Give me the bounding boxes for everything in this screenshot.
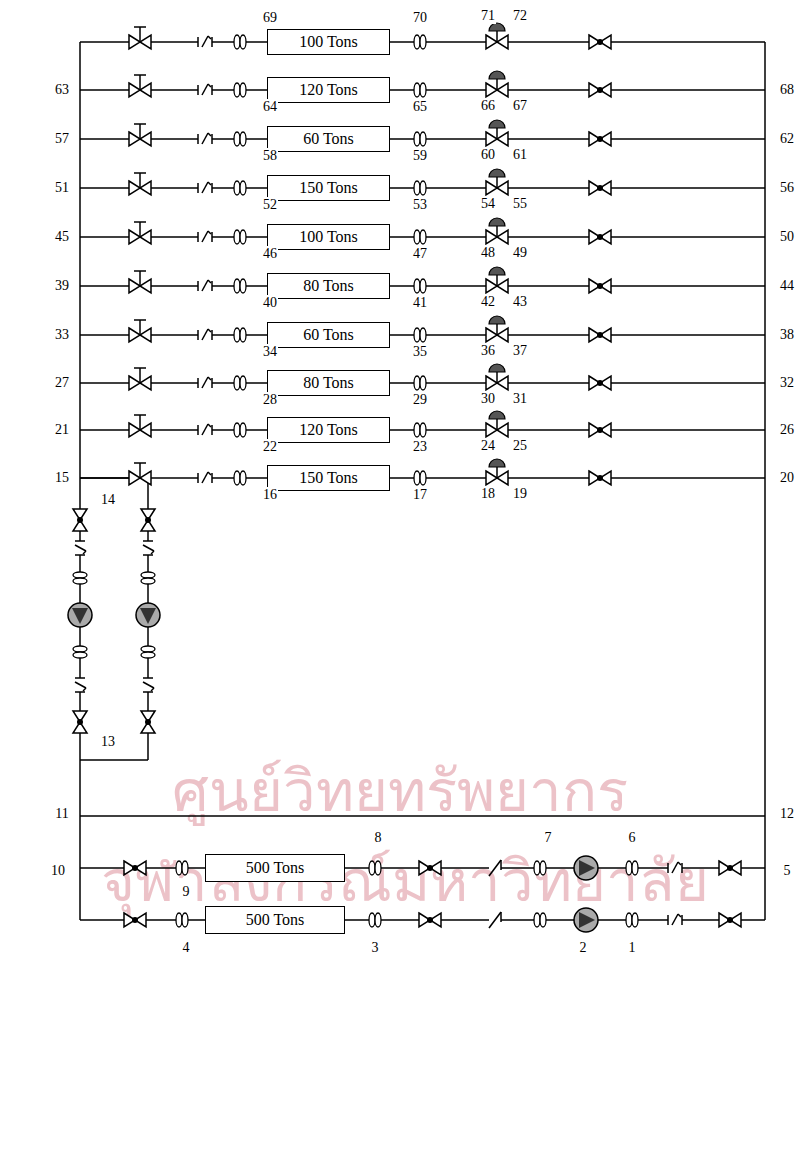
callout-number: 66: [480, 98, 496, 114]
chiller-load-box: 120 Tons: [267, 77, 390, 103]
capacity-text: 60 Tons: [303, 130, 354, 148]
capacity-text: 500 Tons: [246, 859, 305, 877]
capacity-text: 100 Tons: [299, 33, 358, 51]
callout-number: 24: [480, 438, 496, 454]
capacity-text: 500 Tons: [246, 911, 305, 929]
callout-number: 8: [374, 830, 383, 846]
callout-number: 51: [54, 180, 70, 196]
callout-number: 45: [54, 229, 70, 245]
callout-number: 18: [480, 486, 496, 502]
watermark: ศูนย์วิทยทรัพยากร: [172, 744, 628, 837]
callout-number: 55: [512, 196, 528, 212]
callout-number: 68: [779, 82, 795, 98]
callout-number: 1: [628, 940, 637, 956]
callout-number: 67: [512, 98, 528, 114]
callout-number: 16: [262, 487, 278, 503]
callout-number: 65: [412, 99, 428, 115]
callout-number: 30: [480, 391, 496, 407]
callout-number: 10: [50, 863, 66, 879]
callout-number: 35: [412, 344, 428, 360]
callout-number: 56: [779, 180, 795, 196]
callout-number: 41: [412, 295, 428, 311]
callout-number: 50: [779, 229, 795, 245]
callout-number: 58: [262, 148, 278, 164]
chiller-load-box: 80 Tons: [267, 370, 390, 396]
callout-number: 27: [54, 375, 70, 391]
callout-number: 29: [412, 392, 428, 408]
callout-number: 7: [544, 830, 553, 846]
callout-number: 31: [512, 391, 528, 407]
callout-number: 59: [412, 148, 428, 164]
callout-number: 6: [628, 830, 637, 846]
callout-number: 71: [480, 8, 496, 24]
callout-number: 9: [182, 884, 191, 900]
chiller-box: 500 Tons: [205, 854, 345, 882]
callout-number: 2: [579, 940, 588, 956]
callout-number: 48: [480, 245, 496, 261]
callout-number: 62: [779, 131, 795, 147]
callout-number: 5: [783, 863, 792, 879]
callout-number: 28: [262, 392, 278, 408]
capacity-text: 150 Tons: [299, 179, 358, 197]
callout-number: 49: [512, 245, 528, 261]
callout-number: 4: [182, 940, 191, 956]
callout-number: 40: [262, 295, 278, 311]
callout-number: 72: [512, 8, 528, 24]
chiller-box: 500 Tons: [205, 906, 345, 934]
callout-number: 61: [512, 147, 528, 163]
callout-number: 37: [512, 343, 528, 359]
callout-number: 21: [54, 422, 70, 438]
callout-number: 20: [779, 470, 795, 486]
capacity-text: 80 Tons: [303, 277, 354, 295]
callout-number: 57: [54, 131, 70, 147]
callout-number: 26: [779, 422, 795, 438]
callout-number: 63: [54, 82, 70, 98]
capacity-text: 100 Tons: [299, 228, 358, 246]
callout-number: 64: [262, 99, 278, 115]
callout-number: 47: [412, 246, 428, 262]
callout-number: 17: [412, 487, 428, 503]
callout-number: 14: [100, 492, 116, 508]
capacity-text: 120 Tons: [299, 81, 358, 99]
callout-number: 15: [54, 470, 70, 486]
watermark: จุฬาลงกรณ์มหาวิทยาลัย: [101, 834, 709, 927]
callout-number: 42: [480, 294, 496, 310]
capacity-text: 150 Tons: [299, 469, 358, 487]
callout-number: 54: [480, 196, 496, 212]
chiller-load-box: 60 Tons: [267, 322, 390, 348]
callout-number: 25: [512, 438, 528, 454]
callout-number: 13: [100, 734, 116, 750]
chiller-load-box: 80 Tons: [267, 273, 390, 299]
capacity-text: 120 Tons: [299, 421, 358, 439]
callout-number: 52: [262, 197, 278, 213]
capacity-text: 80 Tons: [303, 374, 354, 392]
callout-number: 53: [412, 197, 428, 213]
callout-number: 22: [262, 439, 278, 455]
callout-number: 44: [779, 278, 795, 294]
chiller-load-box: 150 Tons: [267, 465, 390, 491]
callout-number: 39: [54, 278, 70, 294]
chiller-load-box: 100 Tons: [267, 29, 390, 55]
chiller-load-box: 60 Tons: [267, 126, 390, 152]
callout-number: 69: [262, 10, 278, 26]
callout-number: 32: [779, 375, 795, 391]
chiller-load-box: 120 Tons: [267, 417, 390, 443]
callout-number: 38: [779, 327, 795, 343]
callout-number: 43: [512, 294, 528, 310]
callout-number: 19: [512, 486, 528, 502]
callout-number: 70: [412, 10, 428, 26]
callout-number: 60: [480, 147, 496, 163]
capacity-text: 60 Tons: [303, 326, 354, 344]
callout-number: 11: [54, 806, 69, 822]
callout-number: 34: [262, 344, 278, 360]
callout-number: 3: [371, 940, 380, 956]
callout-number: 23: [412, 439, 428, 455]
chiller-load-box: 150 Tons: [267, 175, 390, 201]
callout-number: 33: [54, 327, 70, 343]
chiller-load-box: 100 Tons: [267, 224, 390, 250]
callout-number: 12: [779, 806, 795, 822]
callout-number: 46: [262, 246, 278, 262]
callout-number: 36: [480, 343, 496, 359]
